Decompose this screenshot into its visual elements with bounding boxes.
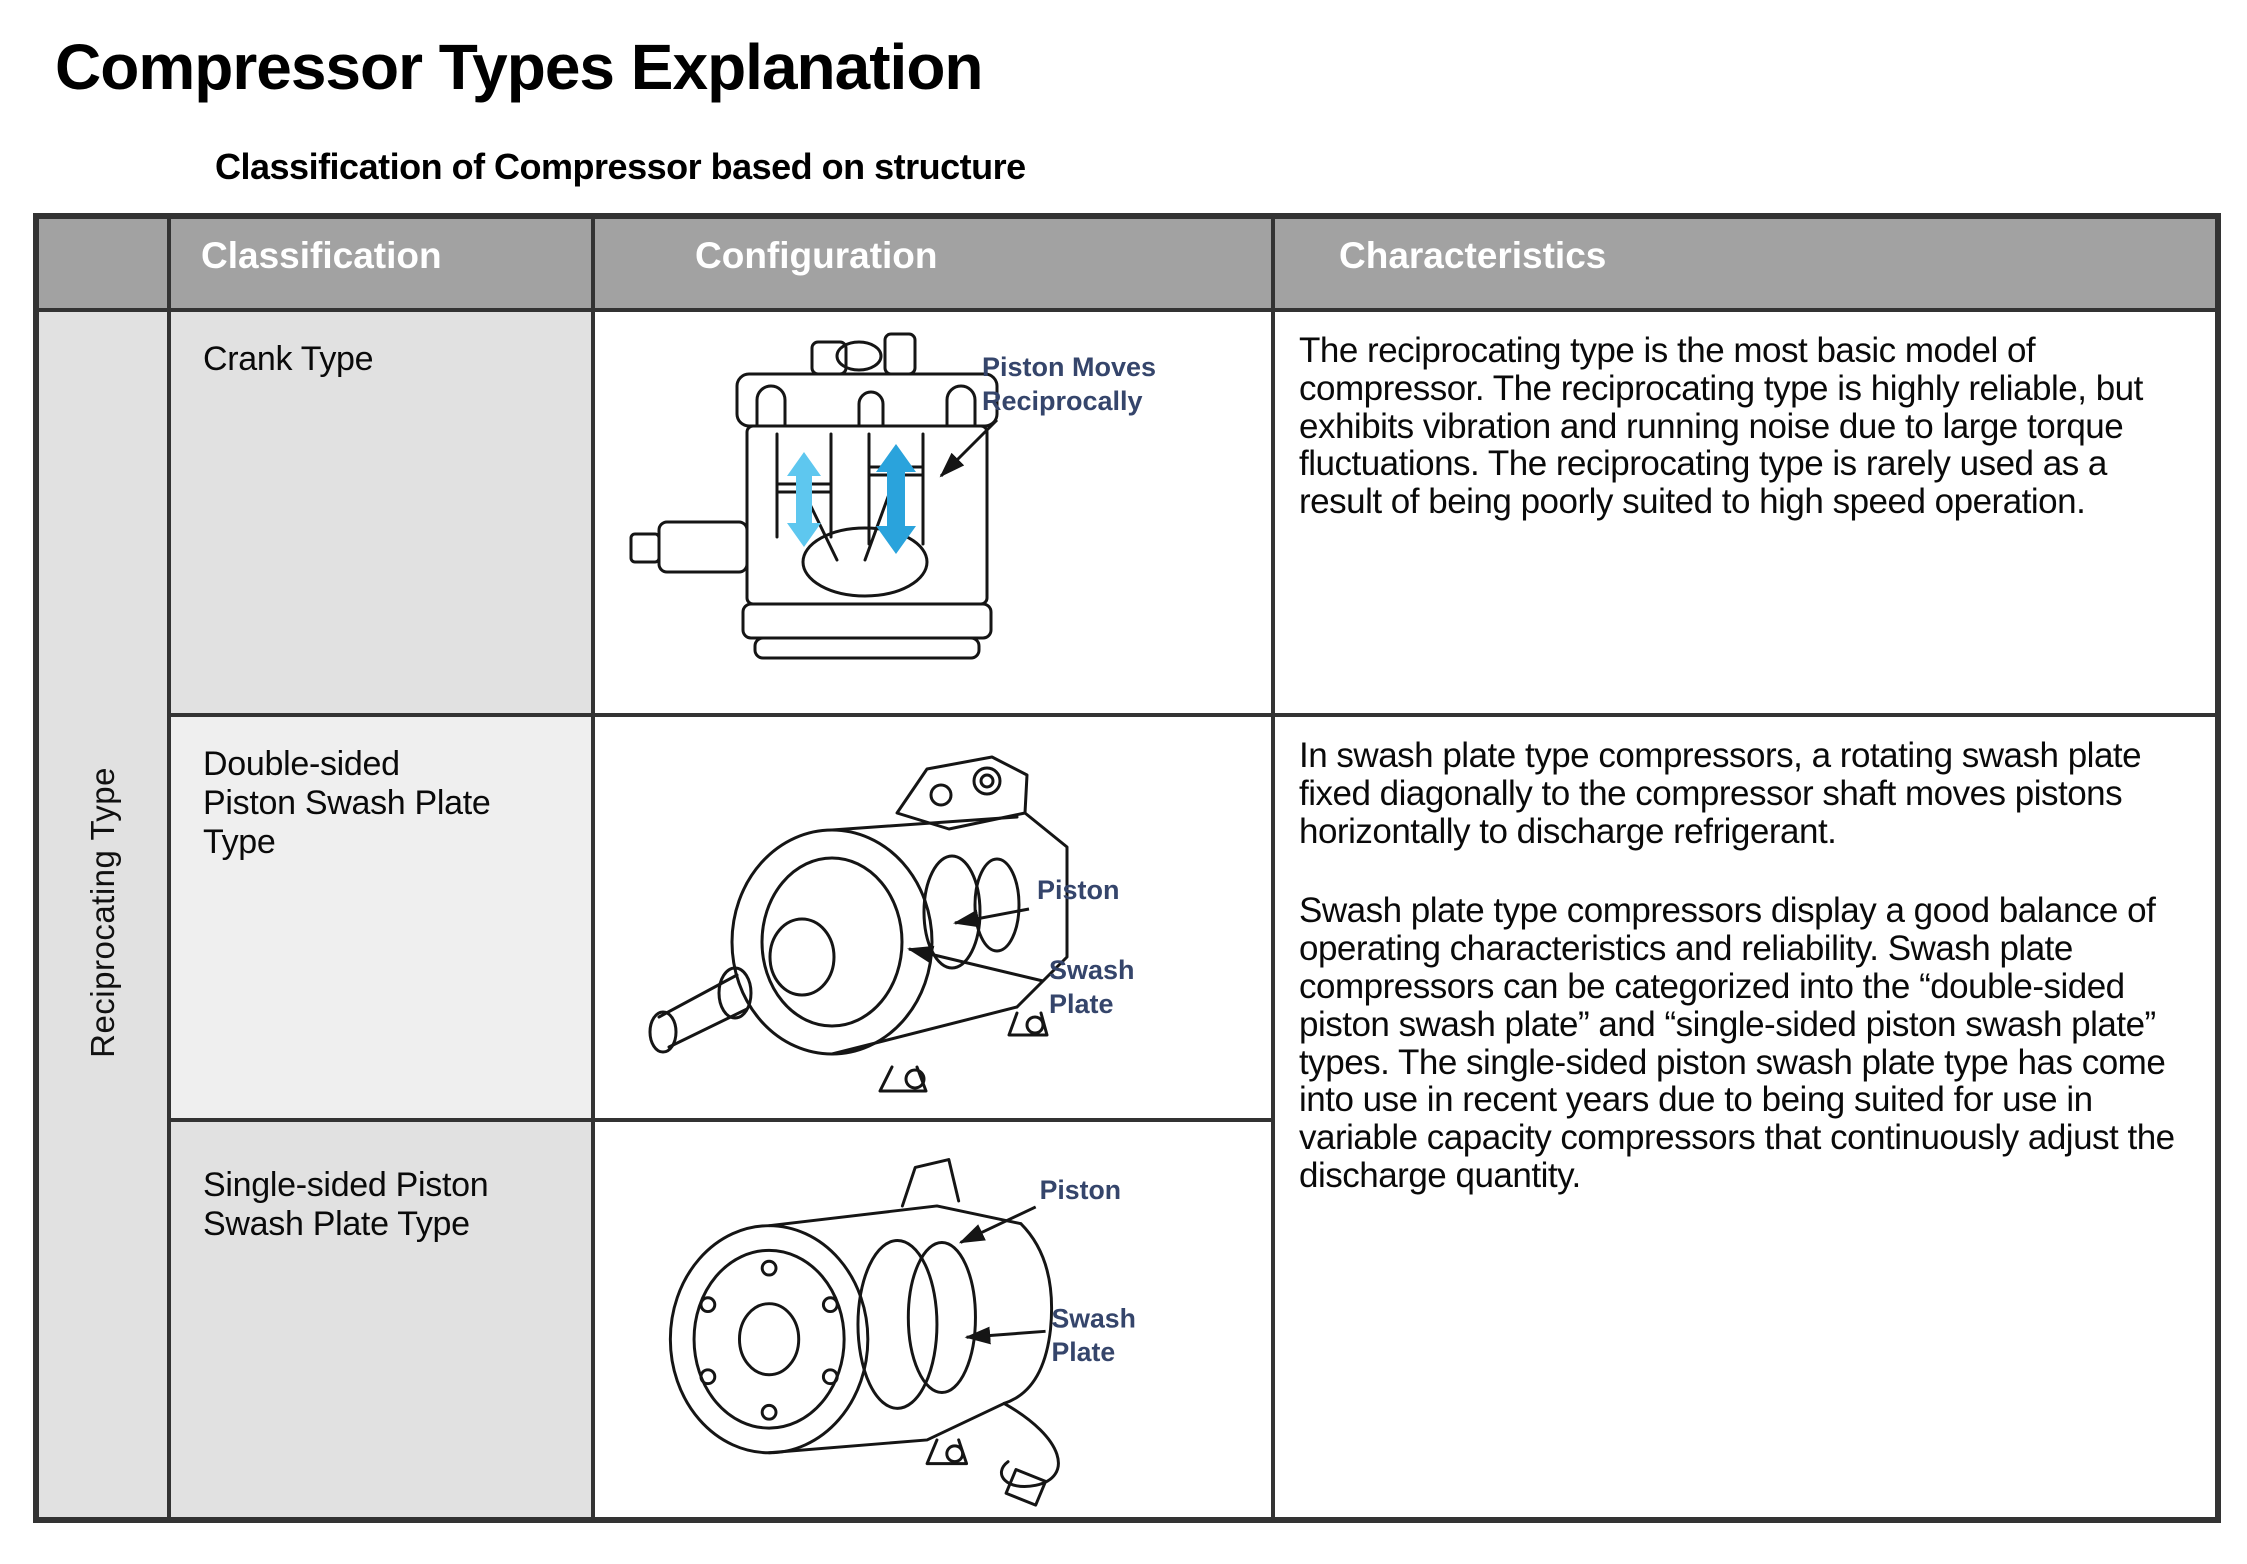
compressor-line-art (668, 1158, 1060, 1507)
configuration-cell-single-sided: Piston Swash Plate (591, 1118, 1275, 1522)
callout-arrow (939, 418, 999, 478)
page-title: Compressor Types Explanation (55, 31, 983, 103)
characteristics-cell-swash-plate: In swash plate type compressors, a rotat… (1271, 713, 2220, 1522)
piston-motion-arrow-light (787, 452, 821, 547)
swash-plate-label-line1: Swash (1049, 955, 1135, 985)
classification-cell-crank-type: Crank Type (167, 308, 595, 717)
header-classification: Classification (167, 214, 595, 312)
configuration-cell-crank-type: Piston Moves Reciprocally (591, 308, 1275, 717)
swash-plate-label-line2: Plate (1051, 1337, 1115, 1367)
piston-label: Piston (1040, 1175, 1121, 1205)
group-label-reciprocating-type: Reciprocating Type (84, 766, 121, 1058)
compressor-line-art (629, 332, 999, 660)
crank-type-compressor-diagram: Piston Moves Reciprocally (629, 332, 1156, 660)
classification-cell-single-sided: Single-sided Piston Swash Plate Type (167, 1118, 595, 1522)
header-row: Classification Configuration Characteris… (34, 214, 2220, 312)
table-row-double-sided-swash: Double-sided Piston Swash Plate Type (36, 713, 2220, 1522)
table-row-single-sided-swash: Single-sided Piston Swash Plate Type (36, 1118, 2218, 1522)
piston-motion-arrow-dark (876, 444, 916, 554)
header-characteristics: Characteristics (1271, 214, 2220, 312)
piston-arrow (958, 1205, 1037, 1244)
classification-label: Crank Type (203, 340, 374, 378)
piston-arrow (953, 907, 1030, 928)
swash-plate-label-line2: Plate (1049, 989, 1114, 1019)
compressor-classification-table: Classification Configuration Characteris… (33, 213, 2221, 1523)
row-group-reciprocating-type: Reciprocating Type (34, 308, 171, 1522)
classification-label: Double-sided Piston Swash Plate Type (203, 745, 491, 862)
page-subtitle: Classification of Compressor based on st… (215, 146, 1026, 187)
classification-cell-double-sided: Double-sided Piston Swash Plate Type (167, 713, 595, 1122)
compressor-line-art (648, 755, 1069, 1093)
single-sided-swash-plate-diagram: Piston Swash Plate (668, 1158, 1136, 1507)
configuration-cell-double-sided: Piston Swash Plate (591, 713, 1275, 1122)
piston-label: Piston (1037, 875, 1120, 905)
table-row-crank-type: Reciprocating Type Crank Type (34, 308, 2220, 1522)
swash-plate-arrow (907, 945, 1044, 983)
callout-label-line1: Piston Moves (982, 352, 1156, 382)
characteristics-paragraph-2: Swash plate type compressors display a g… (1299, 891, 2175, 1195)
characteristics-paragraph-1: In swash plate type compressors, a rotat… (1299, 736, 2142, 851)
characteristics-paragraph: The reciprocating type is the most basic… (1299, 331, 2143, 522)
header-corner-cell (34, 214, 171, 312)
header-configuration: Configuration (591, 214, 1275, 312)
callout-label-line2: Reciprocally (982, 386, 1143, 416)
characteristics-cell-reciprocating: The reciprocating type is the most basic… (1271, 308, 2220, 717)
double-sided-swash-plate-diagram: Piston Swash Plate (648, 755, 1135, 1093)
swash-plate-label-line1: Swash (1051, 1303, 1135, 1333)
classification-label: Single-sided Piston Swash Plate Type (203, 1166, 489, 1244)
swash-plate-arrow (964, 1326, 1046, 1345)
